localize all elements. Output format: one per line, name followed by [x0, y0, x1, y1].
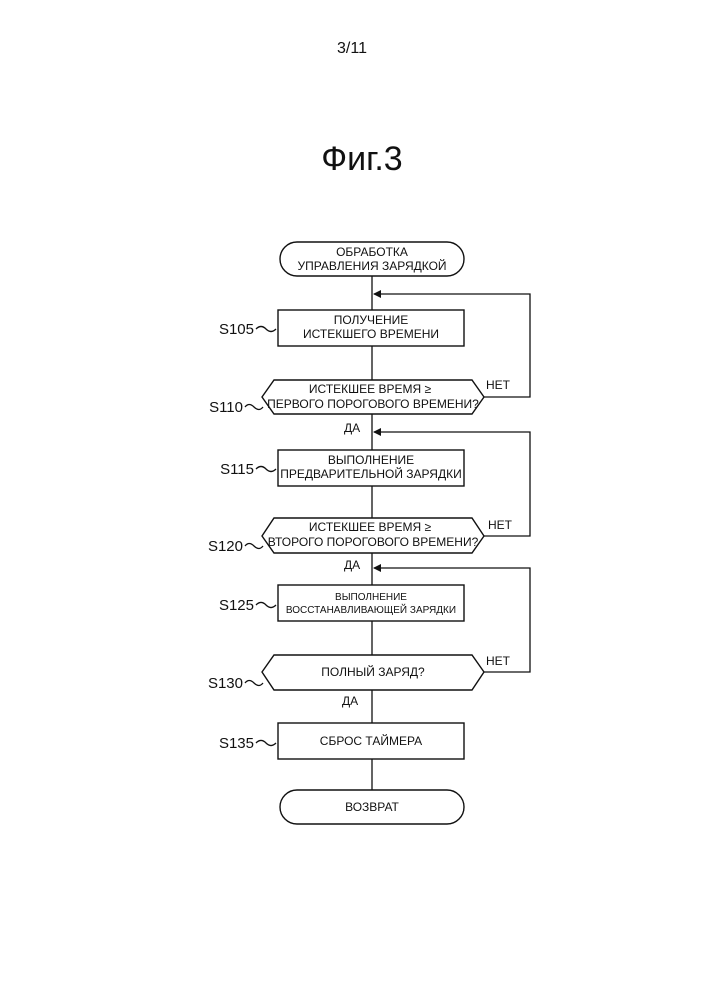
- step-s105: S105 ПОЛУЧЕНИЕ ИСТЕКШЕГО ВРЕМЕНИ: [219, 310, 464, 346]
- s110-no-label: НЕТ: [486, 378, 511, 392]
- decision-s130: S130 ПОЛНЫЙ ЗАРЯД? НЕТ ДА: [208, 654, 511, 708]
- step-label-s135: S135: [219, 735, 254, 752]
- s120-text-line2: ВТОРОГО ПОРОГОВОГО ВРЕМЕНИ?: [268, 535, 479, 549]
- step-s135: S135 СБРОС ТАЙМЕРА: [219, 723, 464, 759]
- s125-text-line2: ВОССТАНАВЛИВАЮЩЕЙ ЗАРЯДКИ: [286, 603, 456, 616]
- s105-text-line1: ПОЛУЧЕНИЕ: [334, 313, 409, 327]
- s125-text-line1: ВЫПОЛНЕНИЕ: [335, 592, 407, 603]
- leader-s105: [256, 327, 276, 332]
- step-label-s105: S105: [219, 321, 254, 338]
- leader-s120: [245, 544, 263, 549]
- leader-s135: [256, 741, 276, 746]
- end-terminal: ВОЗВРАТ: [280, 790, 464, 824]
- s130-yes-label: ДА: [342, 694, 358, 708]
- step-label-s120: S120: [208, 538, 243, 555]
- leader-s110: [245, 405, 263, 410]
- start-text-line1: ОБРАБОТКА: [336, 245, 408, 259]
- s135-text-line1: СБРОС ТАЙМЕРА: [320, 733, 422, 748]
- step-label-s130: S130: [208, 675, 243, 692]
- s120-text-line1: ИСТЕКШЕЕ ВРЕМЯ ≥: [309, 520, 432, 534]
- leader-s125: [256, 603, 276, 608]
- step-s125: S125 ВЫПОЛНЕНИЕ ВОССТАНАВЛИВАЮЩЕЙ ЗАРЯДК…: [219, 585, 464, 621]
- s110-yes-label: ДА: [344, 421, 360, 435]
- start-text-line2: УПРАВЛЕНИЯ ЗАРЯДКОЙ: [297, 258, 446, 273]
- s130-no-label: НЕТ: [486, 654, 511, 668]
- s115-text-line2: ПРЕДВАРИТЕЛЬНОЙ ЗАРЯДКИ: [280, 466, 461, 481]
- decision-s110: S110 ИСТЕКШЕЕ ВРЕМЯ ≥ ПЕРВОГО ПОРОГОВОГО…: [209, 378, 511, 435]
- end-text: ВОЗВРАТ: [345, 800, 399, 814]
- s130-text-line1: ПОЛНЫЙ ЗАРЯД?: [321, 664, 425, 679]
- leader-s130: [245, 681, 263, 686]
- step-label-s125: S125: [219, 597, 254, 614]
- decision-s120: S120 ИСТЕКШЕЕ ВРЕМЯ ≥ ВТОРОГО ПОРОГОВОГО…: [208, 518, 513, 572]
- leader-s115: [256, 467, 276, 472]
- step-label-s110: S110: [209, 399, 243, 416]
- start-terminal: ОБРАБОТКА УПРАВЛЕНИЯ ЗАРЯДКОЙ: [280, 242, 464, 276]
- s105-text-line2: ИСТЕКШЕГО ВРЕМЕНИ: [303, 327, 439, 341]
- s110-text-line2: ПЕРВОГО ПОРОГОВОГО ВРЕМЕНИ?: [267, 397, 479, 411]
- s120-yes-label: ДА: [344, 558, 360, 572]
- s115-text-line1: ВЫПОЛНЕНИЕ: [328, 453, 414, 467]
- step-label-s115: S115: [220, 461, 254, 478]
- s120-no-label: НЕТ: [488, 518, 513, 532]
- s110-text-line1: ИСТЕКШЕЕ ВРЕМЯ ≥: [309, 382, 432, 396]
- step-s115: S115 ВЫПОЛНЕНИЕ ПРЕДВАРИТЕЛЬНОЙ ЗАРЯДКИ: [220, 450, 464, 486]
